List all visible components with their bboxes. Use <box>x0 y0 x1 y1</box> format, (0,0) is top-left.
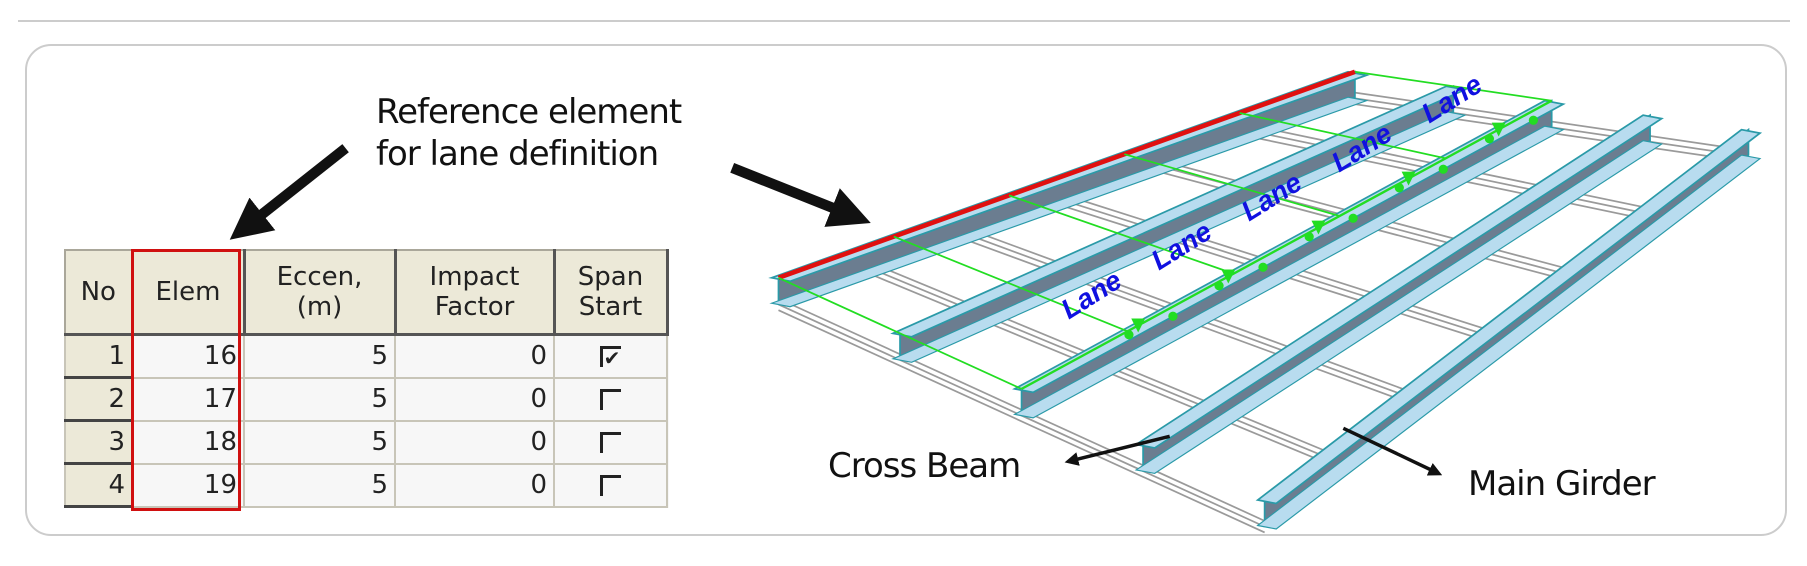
main-girder-arrow <box>1342 426 1443 476</box>
row-number: 4 <box>64 462 133 508</box>
main-girder-bottom-flange <box>1012 125 1565 419</box>
span-start-cell <box>553 462 668 508</box>
header-no[interactable]: No <box>64 249 134 336</box>
lane-node <box>1168 311 1178 321</box>
header-elem-text: Elem <box>155 277 221 307</box>
lane-load-arrow-icon <box>1131 318 1146 333</box>
lane-node <box>1394 183 1404 193</box>
lane-load-arrow-icon <box>1311 220 1326 235</box>
main-girder-flange <box>1255 128 1763 505</box>
lane-connector <box>778 277 1022 390</box>
lane-node <box>1348 213 1358 223</box>
lane-load-arrow-icon <box>1401 171 1416 186</box>
lane-connector <box>1008 194 1234 275</box>
cross-beam-label: Cross Beam <box>828 446 1021 486</box>
main-girder-bottom-flange <box>1134 140 1664 475</box>
header-no-text: No <box>80 277 116 307</box>
header-eccen[interactable]: Eccen,(m) <box>243 249 397 336</box>
table-row: 3 18 5 0 <box>64 419 668 465</box>
lane-node <box>1528 115 1539 125</box>
impact-cell[interactable]: 0 <box>394 462 555 508</box>
header-eccen-text: Eccen, <box>276 262 363 292</box>
eccen-cell[interactable]: 5 <box>243 462 396 508</box>
main-girder-flange <box>1133 114 1664 449</box>
span-start-cell: ✔ <box>553 333 668 379</box>
lane-load-arrow-icon <box>1491 122 1506 137</box>
cross-beam-arrow <box>1064 434 1171 466</box>
reference-arrow-2 <box>730 162 871 227</box>
lane-load-arrow-icon <box>1221 269 1236 284</box>
row-number: 3 <box>64 419 133 465</box>
lane-node <box>1124 330 1134 340</box>
eccen-cell[interactable]: 5 <box>243 333 396 379</box>
elem-cell[interactable]: 17 <box>131 376 245 422</box>
reference-label-line1: Reference element <box>376 92 682 132</box>
header-impact-text: Impact <box>429 262 520 292</box>
frame-top-line <box>18 20 1790 22</box>
lane-connector <box>1354 70 1552 102</box>
span-start-checkbox[interactable] <box>600 389 621 410</box>
lane-node <box>1214 281 1224 291</box>
eccen-cell[interactable]: 5 <box>243 419 396 465</box>
lane-node <box>1304 232 1314 242</box>
span-start-checkbox[interactable] <box>600 475 621 496</box>
span-start-cell <box>553 419 668 465</box>
main-girder-bottom-flange <box>769 96 1369 308</box>
lane-connector <box>1239 112 1446 160</box>
lane-centerline <box>1021 99 1553 390</box>
reference-element-line <box>777 69 1356 280</box>
bridge-grid <box>768 69 1763 534</box>
elem-cell[interactable]: 19 <box>131 462 245 508</box>
span-start-checkbox[interactable] <box>600 432 621 453</box>
row-number: 1 <box>64 333 133 379</box>
impact-cell[interactable]: 0 <box>394 419 555 465</box>
row-number: 2 <box>64 376 133 422</box>
main-girder-flange <box>1012 99 1566 394</box>
cross-beam <box>778 309 1265 534</box>
lane-node <box>1484 134 1495 144</box>
lane-connector <box>1124 153 1340 217</box>
lane-node <box>1438 164 1448 174</box>
reference-arrow-1 <box>229 144 349 240</box>
figure-panel <box>25 44 1787 536</box>
lane-connector <box>893 235 1128 333</box>
header-span-text2: Start <box>578 292 643 322</box>
span-start-cell <box>553 376 668 422</box>
header-eccen-unit: (m) <box>296 292 343 322</box>
header-elem[interactable]: Elem <box>131 249 246 336</box>
lane-node <box>1258 262 1268 272</box>
elem-cell[interactable]: 16 <box>131 333 245 379</box>
elem-cell[interactable]: 18 <box>131 419 245 465</box>
impact-cell[interactable]: 0 <box>394 376 555 422</box>
table-row: 1 16 5 0 ✔ <box>64 333 668 379</box>
main-girder-bottom-flange <box>1256 154 1762 530</box>
main-girder-label: Main Girder <box>1468 464 1656 504</box>
reference-label-line2: for lane definition <box>376 134 659 174</box>
table-row: 2 17 5 0 <box>64 376 668 422</box>
header-span-text: Span <box>577 262 644 292</box>
header-impact-text2: Factor <box>434 292 515 322</box>
eccen-cell[interactable]: 5 <box>243 376 396 422</box>
span-start-checkbox[interactable]: ✔ <box>600 346 621 368</box>
impact-cell[interactable]: 0 <box>394 333 555 379</box>
table-row: 4 19 5 0 <box>64 462 668 508</box>
